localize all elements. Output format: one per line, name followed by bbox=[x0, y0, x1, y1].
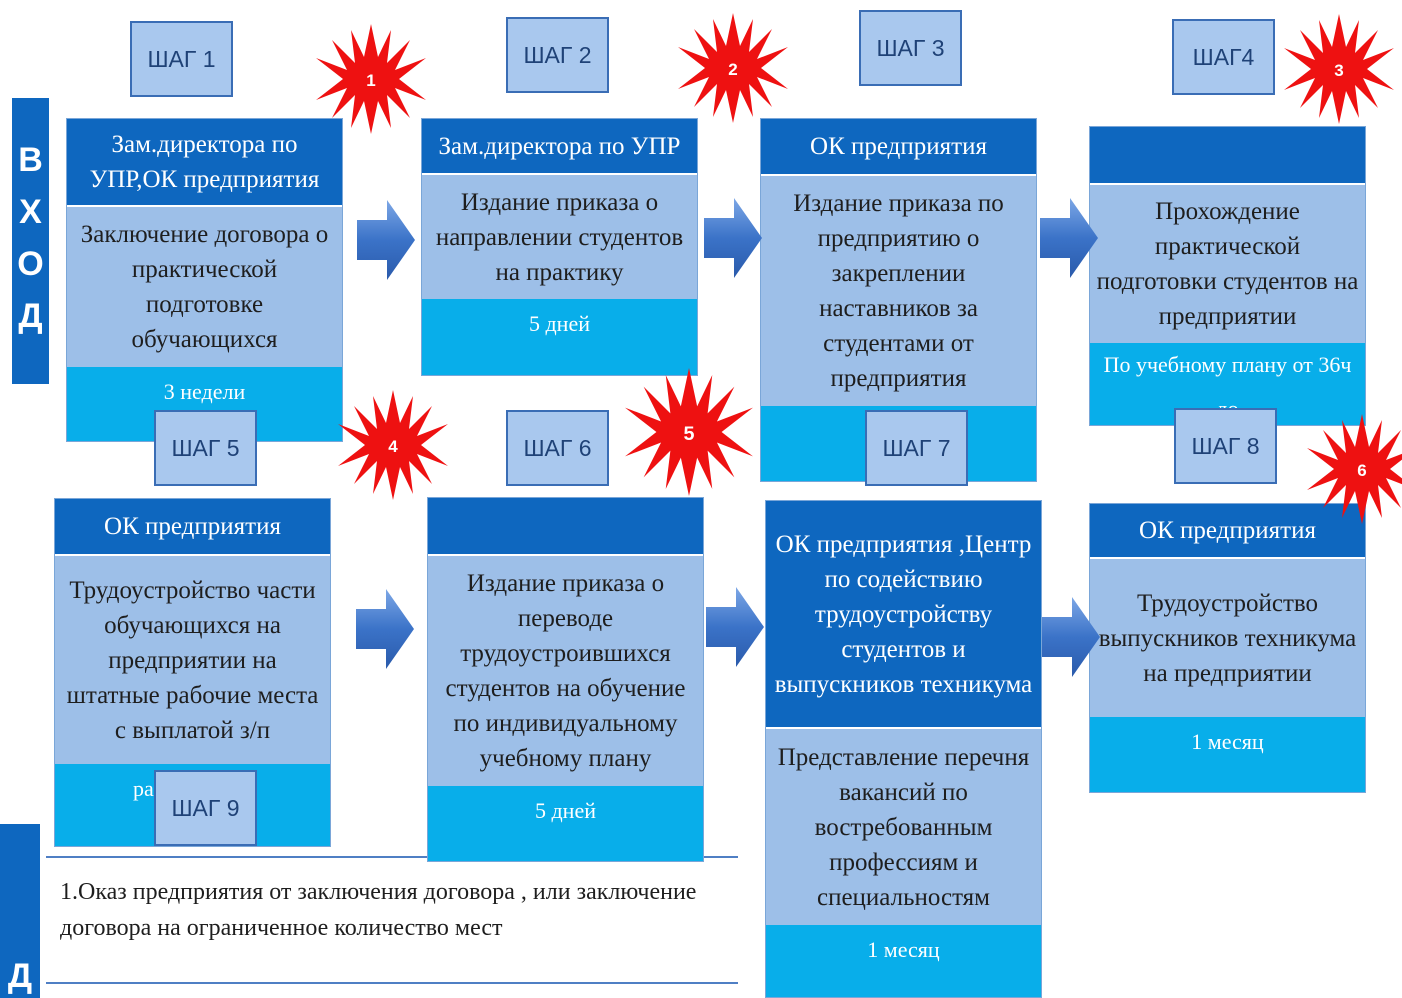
burst-star-icon: 3 bbox=[1284, 14, 1394, 124]
box-body: Издание приказа о переводе трудоустроивш… bbox=[428, 556, 703, 786]
step-label: ШАГ 2 bbox=[506, 17, 609, 93]
arrow-right-icon bbox=[1042, 597, 1100, 677]
box-header: ОК предприятия bbox=[55, 499, 330, 556]
box-body: Издание приказа по предприятию о закрепл… bbox=[761, 176, 1036, 406]
marker-number: 2 bbox=[728, 60, 737, 79]
arrow-right-icon bbox=[357, 200, 415, 280]
star-shape bbox=[1284, 14, 1394, 124]
star-shape bbox=[1307, 414, 1402, 524]
star-shape bbox=[625, 368, 753, 496]
process-box-1: Зам.директора по УПР,ОК предприятия Закл… bbox=[66, 118, 343, 442]
process-box-4: Прохождение практической подготовки студ… bbox=[1089, 126, 1366, 426]
box-footer: 5 дней bbox=[428, 786, 703, 861]
star-shape bbox=[338, 390, 448, 500]
process-box-3: ОК предприятия Издание приказа по предпр… bbox=[760, 118, 1037, 482]
box-header bbox=[1090, 127, 1365, 185]
box-body: Заключение договора о практической подго… bbox=[67, 207, 342, 367]
side-letter: В bbox=[18, 141, 43, 179]
box-header: ОК предприятия bbox=[761, 119, 1036, 176]
arrow-right-icon bbox=[706, 587, 764, 667]
marker-number: 5 bbox=[684, 423, 695, 445]
box-header: ОК предприятия bbox=[1090, 504, 1365, 559]
box-footer: 1 месяц bbox=[1090, 717, 1365, 792]
box-header: Зам.директора по УПР bbox=[422, 119, 697, 175]
burst-star-icon: 5 bbox=[625, 368, 753, 496]
process-box-7: ОК предприятия ,Центр по содействию труд… bbox=[765, 500, 1042, 998]
side-label-vhod: В Х О Д bbox=[12, 98, 49, 384]
box-header: ОК предприятия ,Центр по содействию труд… bbox=[766, 501, 1041, 729]
side-letter: Д bbox=[18, 297, 43, 335]
arrow-right-icon bbox=[704, 198, 762, 278]
side-letter: Х bbox=[19, 193, 42, 231]
process-box-8: ОК предприятия Трудоустройство выпускник… bbox=[1089, 503, 1366, 793]
box-body: Трудоустройство части обучающихся на пре… bbox=[55, 556, 330, 764]
step-label: ШАГ 6 bbox=[506, 410, 609, 486]
star-shape bbox=[678, 13, 788, 123]
burst-star-icon: 2 bbox=[678, 13, 788, 123]
side-letter: О bbox=[17, 245, 44, 283]
step-label: ШАГ4 bbox=[1172, 19, 1275, 95]
note-text: 1.Оказ предприятия от заключения договор… bbox=[60, 879, 697, 941]
box-footer: 5 дней bbox=[422, 299, 697, 375]
burst-star-icon: 6 bbox=[1307, 414, 1402, 524]
burst-star-icon: 4 bbox=[338, 390, 448, 500]
step-label: ШАГ 3 bbox=[859, 10, 962, 86]
step-label: ШАГ 5 bbox=[154, 410, 257, 486]
burst-star-icon: 1 bbox=[316, 24, 426, 134]
marker-number: 1 bbox=[366, 71, 375, 90]
arrow-right-icon bbox=[356, 589, 414, 669]
box-body: Представление перечня вакансий по востре… bbox=[766, 729, 1041, 925]
step-label: ШАГ 8 bbox=[1174, 408, 1277, 484]
box-body: Издание приказа о направлении студентов … bbox=[422, 175, 697, 299]
box-footer: 1 месяц bbox=[766, 925, 1041, 997]
marker-number: 4 bbox=[388, 437, 398, 456]
step-label: ШАГ 1 bbox=[130, 21, 233, 97]
arrow-right-icon bbox=[1040, 198, 1098, 278]
step-label: ШАГ 7 bbox=[865, 410, 968, 486]
divider bbox=[46, 982, 738, 984]
star-shape bbox=[316, 24, 426, 134]
divider bbox=[46, 856, 738, 858]
notes-panel: 1.Оказ предприятия от заключения договор… bbox=[46, 856, 738, 998]
side-label-bottom: Д bbox=[0, 824, 40, 998]
process-box-6: Издание приказа о переводе трудоустроивш… bbox=[427, 497, 704, 862]
process-box-2: Зам.директора по УПР Издание приказа о н… bbox=[421, 118, 698, 376]
step-label: ШАГ 9 bbox=[154, 770, 257, 846]
marker-number: 3 bbox=[1334, 61, 1343, 80]
box-header: Зам.директора по УПР,ОК предприятия bbox=[67, 119, 342, 207]
marker-number: 6 bbox=[1357, 461, 1366, 480]
box-body: Трудоустройство выпускников техникума на… bbox=[1090, 559, 1365, 717]
side-letter: Д bbox=[7, 957, 33, 995]
box-body: Прохождение практической подготовки студ… bbox=[1090, 185, 1365, 343]
box-header bbox=[428, 498, 703, 556]
